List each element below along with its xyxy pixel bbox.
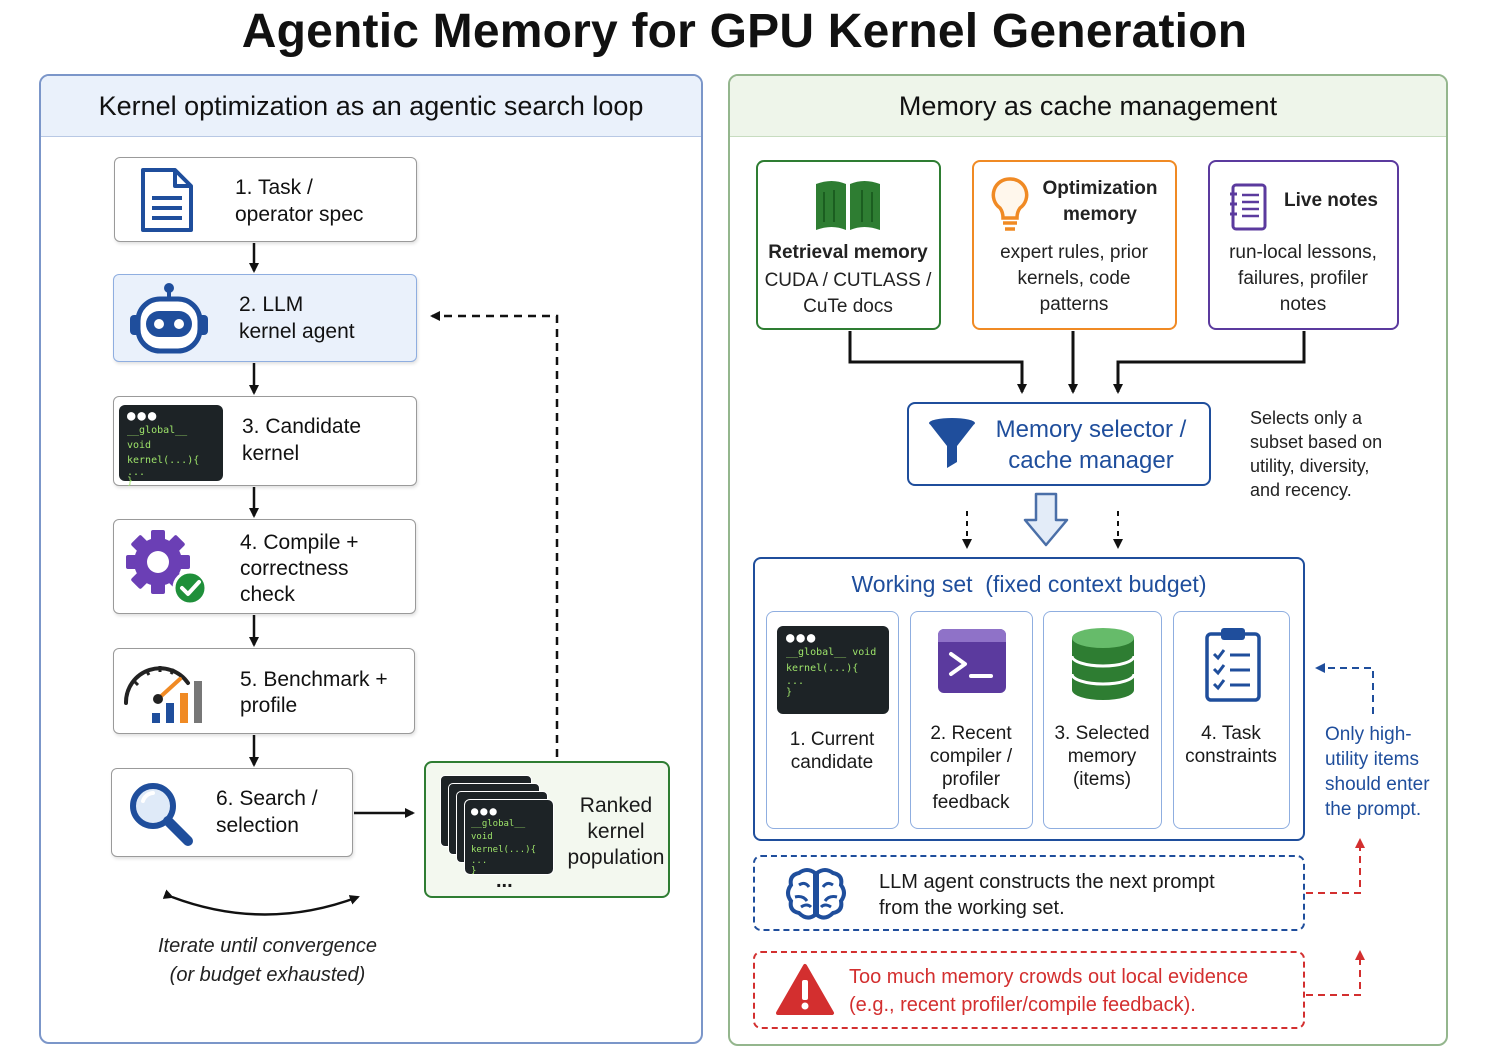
live-notes-text: run-local lessons, failures, profiler no… [1229,242,1377,315]
warning-box: Too much memory crowds out local evidenc… [753,951,1305,1029]
ranked-population-box[interactable]: ●●● __global__ void kernel(...){ ... } .… [424,761,670,898]
working-item-3-label: 3. Selected memory (items) [1054,723,1150,790]
memory-selector-box[interactable]: Memory selector / cache manager [907,402,1211,486]
magnifier-icon [130,783,193,846]
optimization-memory-card[interactable]: Optimization memory expert rules, prior … [972,160,1177,330]
selector-note: Selects only a subset based on utility, … [1250,408,1383,500]
population-label: Ranked kernel population [567,794,665,869]
working-item-1-label: 1. Current candidate [789,729,875,773]
working-item-current-candidate[interactable]: ●●● __global__ void kernel(...){ ... } 1… [766,611,899,829]
step-6-label: 6. Search / selection [216,787,318,837]
code-window-icon: ●●● __global__ void kernel(...){ ... } [464,799,554,876]
optimization-memory-text: expert rules, prior kernels, code patter… [1000,242,1148,315]
document-icon [141,168,193,232]
code-window-icon: ●●● __global__ void kernel(...){ ... } [119,405,223,487]
step-5-label: 5. Benchmark + profile [240,668,388,717]
working-set-title: Working set (fixed context budget) [851,571,1207,597]
live-notes-card[interactable]: Live notes run-local lessons, failures, … [1208,160,1399,330]
working-item-feedback[interactable]: 2. Recent compiler / profiler feedback [910,611,1033,829]
step-3-label: 3. Candidate kernel [242,415,362,465]
database-icon [1070,628,1136,700]
robot-icon [130,283,208,354]
step-compile-check[interactable]: 4. Compile + correctness check [113,519,416,614]
step-task-spec[interactable]: 1. Task / operator spec [114,157,417,242]
gauge-bars-icon [123,666,202,723]
prompt-construction-text: LLM agent constructs the next prompt fro… [879,871,1215,919]
step-1-label: 1. Task / operator spec [235,176,364,226]
code-window-icon: ●●● __global__ void kernel(...){ ... } [777,626,889,714]
population-ellipsis: ... [496,870,513,892]
working-item-selected-memory[interactable]: 3. Selected memory (items) [1043,611,1162,829]
retrieval-memory-title: Retrieval memory [768,242,928,263]
open-book-icon [816,181,880,230]
step-benchmark-profile[interactable]: 5. Benchmark + profile [113,648,415,734]
step-4-label: 4. Compile + correctness check [240,531,359,606]
iterate-line-2: (or budget exhausted) [169,964,366,986]
warning-text: Too much memory crowds out local evidenc… [849,966,1249,1016]
step-candidate-kernel[interactable]: ●●● __global__ void kernel(...){ ... } 3… [113,396,417,487]
step-search-selection[interactable]: 6. Search / selection [111,768,353,857]
iterate-note: Iterate until convergence (or budget exh… [130,932,405,990]
step-llm-agent[interactable]: 2. LLM kernel agent [113,274,417,362]
terminal-icon [938,629,1006,693]
retrieval-memory-card[interactable]: Retrieval memory CUDA / CUTLASS / CuTe d… [756,160,941,330]
gear-check-icon [126,530,208,606]
lightbulb-icon [991,177,1029,231]
brain-icon [786,868,846,920]
cache-management-header: Memory as cache management [730,76,1446,137]
working-item-task-constraints[interactable]: 4. Task constraints [1173,611,1290,829]
step-2-label: 2. LLM kernel agent [239,293,355,343]
prompt-construction-box: LLM agent constructs the next prompt fro… [753,855,1305,931]
memory-selector-label: Memory selector / cache manager [995,416,1187,474]
checklist-icon [1205,628,1261,702]
iterate-line-1: Iterate until convergence [157,935,378,957]
warning-icon [776,964,834,1015]
working-item-2-label: 2. Recent compiler / profiler feedback [929,723,1013,813]
funnel-icon [929,418,975,468]
retrieval-memory-text: CUDA / CUTLASS / CuTe docs [764,270,932,317]
search-loop-header: Kernel optimization as an agentic search… [41,76,701,137]
notepad-icon [1230,183,1267,231]
working-item-4-label: 4. Task constraints [1185,723,1277,767]
page-title: Agentic Memory for GPU Kernel Generation [241,5,1248,58]
optimization-memory-title: Optimization memory [1042,178,1158,225]
high-utility-note: Only high- utility items should enter th… [1325,724,1430,820]
live-notes-title: Live notes [1284,190,1378,211]
